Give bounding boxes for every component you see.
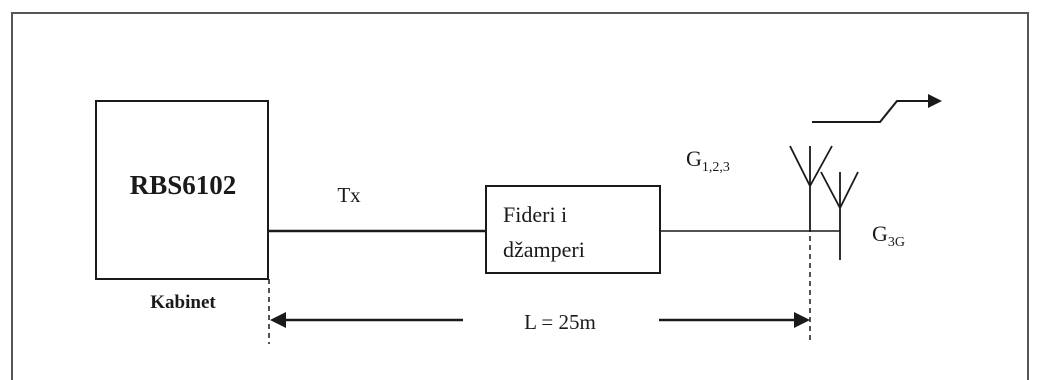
distance-label: L = 25m <box>524 310 596 334</box>
gain-main-sub: 1,2,3 <box>702 160 730 175</box>
cabinet-model-label: RBS6102 <box>130 170 237 200</box>
radio-signal-arrowhead <box>928 94 942 108</box>
gain-main-label: G1,2,3 <box>686 146 730 175</box>
feeder-jumper-box <box>485 185 661 274</box>
cabinet-caption: Kabinet <box>150 292 216 313</box>
antenna-main-icon <box>789 145 833 232</box>
distance-arrowhead-left <box>270 312 286 328</box>
gain-3g-label: G3G <box>872 221 905 250</box>
tx-label: Tx <box>337 183 361 207</box>
radio-signal-icon <box>812 100 935 123</box>
feeder-box-line2: džamperi <box>503 237 585 262</box>
gain-main-base: G <box>686 146 702 171</box>
feeder-box-line1: Fideri i <box>503 202 567 227</box>
gain-3g-sub: 3G <box>888 235 905 250</box>
distance-arrowhead-right <box>794 312 810 328</box>
gain-3g-base: G <box>872 221 888 246</box>
diagram-frame <box>11 12 1029 380</box>
cabinet-box <box>95 100 269 280</box>
antenna-3g-icon <box>820 171 859 260</box>
